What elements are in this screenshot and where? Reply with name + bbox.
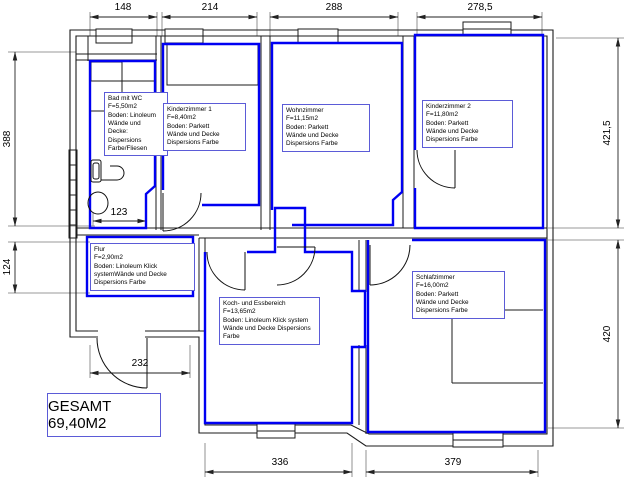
window-kinderzimmer1: [164, 28, 204, 44]
door-arcs: [96, 149, 456, 389]
dimension-lines: [12, 14, 621, 475]
towel-holder: [101, 165, 125, 181]
door-kinderzimmer2: [416, 149, 456, 189]
door-koch: [206, 251, 246, 291]
window-wohnzimmer: [297, 28, 339, 44]
room-label-wohnzimmer: Wohnzimmer F=11,15m2 Boden: Parkett Wänd…: [282, 104, 370, 152]
total-area-label: GESAMT 69,40M2: [47, 393, 161, 437]
toilet: [87, 191, 109, 215]
door-schlafzimmer: [369, 244, 411, 286]
bathroom-fixtures: [87, 159, 125, 215]
window-schlafzimmer: [452, 432, 504, 448]
room-outline-kinderzimmer2: [413, 33, 545, 230]
room-outline-schlafzimmer: [366, 238, 547, 434]
window-koch: [256, 423, 296, 439]
room-outline-bad: [88, 59, 157, 230]
entrance-opening: [98, 329, 145, 339]
door-wohnzimmer: [276, 246, 316, 286]
dim-left-2: 124: [2, 258, 13, 276]
dim-bottom-2: 379: [444, 457, 462, 468]
door-kinderzimmer1: [162, 192, 202, 232]
dim-right-1: 421,5: [602, 120, 613, 146]
door-entrance: [96, 337, 148, 389]
dim-right-2: 420: [602, 325, 613, 343]
room-label-schlafzimmer: Schlafzimmer F=16,00m2 Boden: Parkett Wä…: [412, 271, 505, 319]
dim-bottom-1: 336: [271, 457, 289, 468]
room-label-koch: Koch- und Essbereich F=13,65m2 Boden: Li…: [219, 297, 320, 345]
room-label-kinderzimmer1: Kinderzimmer 1 F=8,40m2 Boden: Parkett W…: [163, 103, 246, 151]
windows: [95, 21, 512, 448]
window-bad: [95, 28, 133, 44]
room-label-flur: Flur F=2,90m2 Boden: Linoleum Klick syst…: [90, 243, 195, 291]
dim-inner-123: 123: [110, 207, 128, 218]
dim-top-4: 278,5: [467, 2, 493, 13]
dim-top-3: 288: [325, 2, 343, 13]
room-label-kinderzimmer2: Kinderzimmer 2 F=11,80m2 Boden: Parkett …: [422, 100, 513, 148]
dim-top-1: 148: [114, 2, 132, 13]
dim-top-2: 214: [201, 2, 219, 13]
room-label-bad: Bad mit WC F=5,50m2 Boden: Linoleum Wänd…: [104, 92, 168, 157]
room-outline-koch: [203, 206, 367, 425]
sink: [90, 159, 102, 183]
dim-left-1: 388: [2, 130, 13, 148]
dim-inner-232: 232: [131, 358, 149, 369]
room-outline-wohnzimmer: [270, 41, 404, 227]
